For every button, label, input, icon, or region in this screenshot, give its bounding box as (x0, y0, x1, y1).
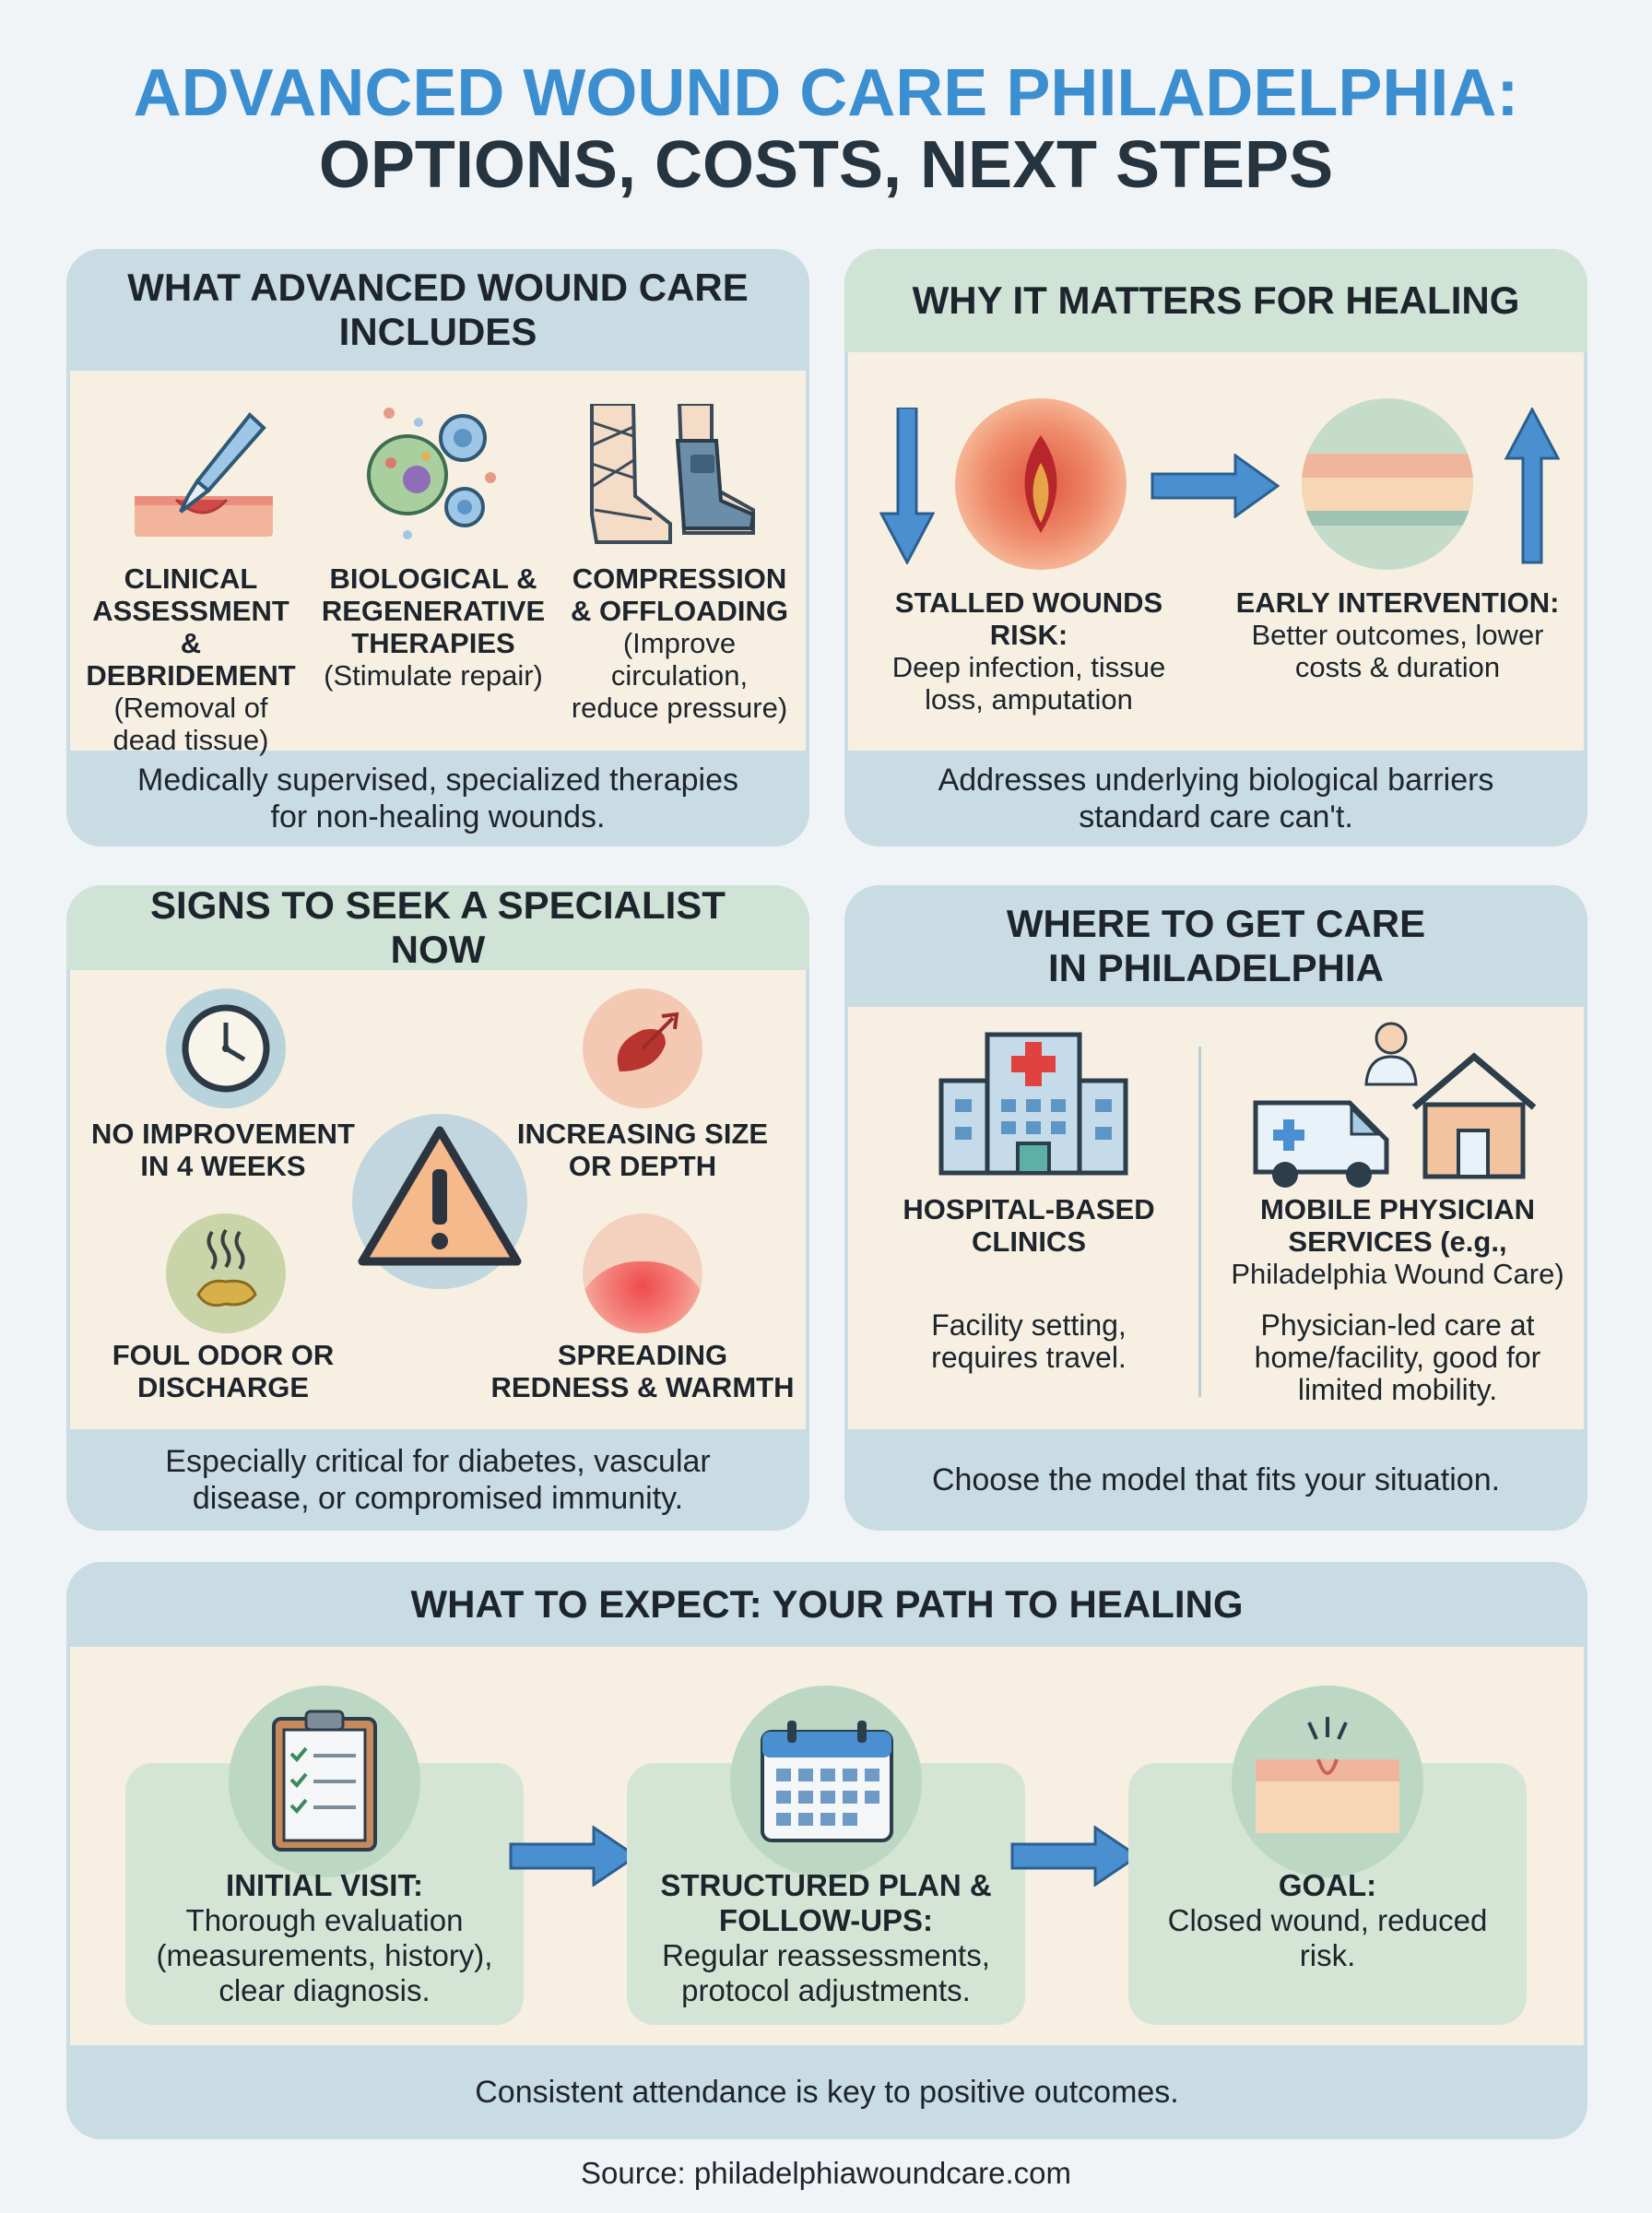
where-footer: Choose the model that fits your situatio… (844, 1429, 1587, 1531)
why-left-title: STALLED WOUNDS RISK: (894, 586, 1163, 651)
expect-footer-text: Consistent attendance is key to positive… (475, 2075, 1179, 2110)
includes-item-3: COMPRESSION & OFFLOADING (Improve circul… (564, 562, 795, 724)
expect-heading: WHAT TO EXPECT: YOUR PATH TO HEALING (66, 1562, 1587, 1647)
sign-no-improvement: NO IMPROVEMENT IN 4 WEEKS (91, 1118, 355, 1182)
includes-item-3-title: COMPRESSION & OFFLOADING (571, 562, 788, 627)
includes-footer: Medically supervised, specialized therap… (66, 751, 809, 846)
why-footer-text: Addresses underlying biological barriers… (938, 763, 1494, 834)
step-2-title: STRUCTURED PLAN & FOLLOW-UPS: (660, 1868, 992, 1937)
step-1-text: INITIAL VISIT: Thorough evaluation (meas… (144, 1868, 505, 2008)
source-credit: Source: philadelphiawoundcare.com (581, 2156, 1071, 2190)
step-arrow-2 (1010, 1826, 1139, 1887)
why-footer: Addresses underlying biological barriers… (844, 751, 1587, 846)
step-1-title: INITIAL VISIT: (226, 1868, 423, 1902)
where-body (848, 1007, 1584, 1429)
bandaged-foot-icon (590, 404, 756, 544)
includes-item-3-desc: (Improve circulation, reduce pressure) (571, 627, 788, 724)
growing-wound-icon (583, 988, 702, 1108)
mobile-services-title-line1: MOBILE PHYSICIAN SERVICES (e.g., (1260, 1193, 1535, 1258)
signs-heading-text: SIGNS TO SEEK A SPECIALIST NOW (150, 885, 726, 971)
sign-foul-odor: FOUL ODOR OR DISCHARGE (112, 1339, 335, 1403)
why-heading: WHY IT MATTERS FOR HEALING (844, 249, 1587, 352)
signs-panel: SIGNS TO SEEK A SPECIALIST NOW Especiall… (66, 885, 809, 1531)
includes-item-2-title: BIOLOGICAL & REGENERATIVE THERAPIES (321, 562, 546, 659)
calendar-icon (730, 1686, 922, 1877)
cells-icon (367, 408, 496, 539)
where-heading: WHERE TO GET CARE IN PHILADELPHIA (844, 885, 1587, 1007)
why-right: EARLY INTERVENTION: Better outcomes, low… (1232, 586, 1564, 683)
mobile-services-title: MOBILE PHYSICIAN SERVICES (e.g., Philade… (1213, 1193, 1582, 1290)
hospital-clinics-title: HOSPITAL-BASED CLINICS (903, 1193, 1155, 1258)
why-left: STALLED WOUNDS RISK: Deep infection, tis… (863, 586, 1195, 716)
clipboard-icon (229, 1686, 420, 1877)
includes-heading: WHAT ADVANCED WOUND CARE INCLUDES (66, 249, 809, 371)
step-2-desc: Regular reassessments, protocol adjustme… (662, 1938, 990, 2007)
warning-icon (352, 1114, 527, 1289)
includes-footer-text: Medically supervised, specialized therap… (137, 763, 738, 834)
includes-item-1: CLINICAL ASSESSMENT & DEBRIDEMENT (Remov… (85, 562, 297, 756)
sign-increasing-size: INCREASING SIZE OR DEPTH (516, 1118, 769, 1182)
where-panel: WHERE TO GET CARE IN PHILADELPHIA Choose… (844, 885, 1587, 1531)
clock-icon (166, 988, 286, 1108)
why-left-desc: Deep infection, tissue loss, amputation (891, 651, 1166, 716)
expect-heading-text: WHAT TO EXPECT: YOUR PATH TO HEALING (410, 1582, 1244, 1626)
mobile-care-icon (1253, 1022, 1537, 1188)
inflamed-skin-icon (583, 1213, 702, 1333)
column-divider (1198, 1047, 1201, 1397)
arrow-up-icon (1504, 408, 1560, 564)
why-body (848, 352, 1584, 751)
title-line-2: OPTIONS, COSTS, NEXT STEPS (318, 128, 1334, 202)
mobile-services-desc: Physician-led care at home/facility, goo… (1254, 1308, 1541, 1406)
why-heading-text: WHY IT MATTERS FOR HEALING (912, 278, 1520, 322)
healed-skin-icon (1232, 1686, 1423, 1877)
includes-item-2: BIOLOGICAL & REGENERATIVE THERAPIES (Sti… (313, 562, 553, 692)
why-right-desc: Better outcomes, lower costs & duration (1251, 619, 1544, 683)
title-line-1: ADVANCED WOUND CARE PHILADELPHIA: (133, 56, 1519, 130)
arrow-down-icon (879, 408, 935, 564)
hospital-clinics-desc: Facility setting, requires travel. (931, 1308, 1127, 1374)
where-heading-text: WHERE TO GET CARE IN PHILADELPHIA (1006, 902, 1426, 989)
step-1-desc: Thorough evaluation (measurements, histo… (156, 1903, 493, 2007)
expect-panel: WHAT TO EXPECT: YOUR PATH TO HEALING Con… (66, 1562, 1587, 2139)
hospital-icon (938, 1032, 1128, 1176)
sign-spreading-redness: SPREADING REDNESS & WARMTH (490, 1339, 795, 1403)
includes-item-2-desc: (Stimulate repair) (324, 659, 543, 692)
includes-item-1-desc: (Removal of dead tissue) (112, 692, 269, 756)
stalled-wound-icon (955, 398, 1127, 570)
step-3-text: GOAL: Closed wound, reduced risk. (1147, 1868, 1508, 1973)
scalpel-icon (135, 412, 273, 537)
arrow-right-icon (1150, 454, 1280, 518)
includes-item-1-title: CLINICAL ASSESSMENT & DEBRIDEMENT (86, 562, 296, 692)
signs-footer-text: Especially critical for diabetes, vascul… (165, 1444, 711, 1516)
step-arrow-1 (509, 1826, 638, 1887)
step-3-desc: Closed wound, reduced risk. (1167, 1903, 1488, 1972)
signs-footer: Especially critical for diabetes, vascul… (66, 1429, 809, 1531)
includes-panel: WHAT ADVANCED WOUND CARE INCLUDES Medica… (66, 249, 809, 846)
step-2-text: STRUCTURED PLAN & FOLLOW-UPS: Regular re… (645, 1868, 1007, 2008)
odor-icon (166, 1213, 286, 1333)
page-title: ADVANCED WOUND CARE PHILADELPHIA: OPTION… (0, 57, 1652, 201)
expect-footer: Consistent attendance is key to positive… (66, 2045, 1587, 2139)
where-footer-text: Choose the model that fits your situatio… (931, 1462, 1501, 1497)
mobile-services-title-line2: Philadelphia Wound Care) (1231, 1258, 1564, 1290)
why-right-title: EARLY INTERVENTION: (1235, 586, 1560, 619)
step-3-title: GOAL: (1278, 1868, 1377, 1902)
signs-heading: SIGNS TO SEEK A SPECIALIST NOW (66, 885, 809, 971)
includes-heading-text: WHAT ADVANCED WOUND CARE INCLUDES (127, 266, 749, 353)
why-panel: WHY IT MATTERS FOR HEALING Addresses und… (844, 249, 1587, 846)
healthy-skin-icon (1302, 398, 1473, 570)
